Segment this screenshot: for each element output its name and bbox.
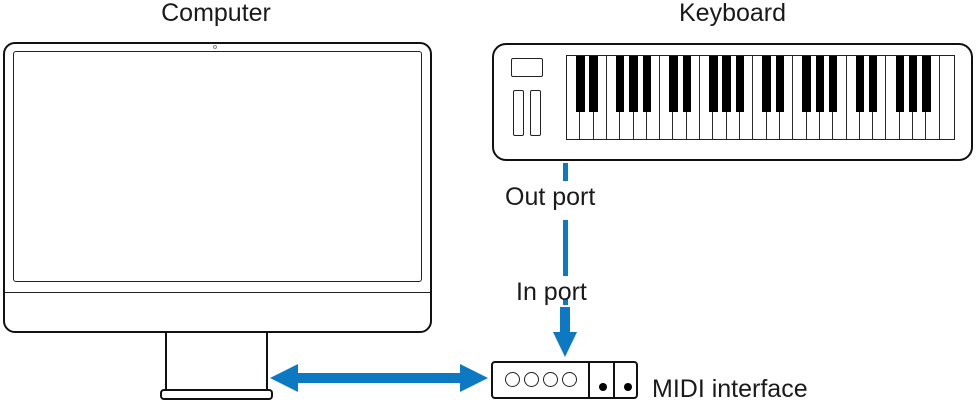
black-key [722,56,731,112]
midi-interface-illustration [491,361,638,399]
black-key [709,56,718,112]
white-key [939,56,953,139]
down-arrow-shaft [560,307,570,333]
black-key [815,56,825,112]
midi-port-circle-icon [505,371,520,387]
double-arrow-left-head-icon [270,364,298,392]
computer-screen [13,51,422,282]
in-port-label: In port [516,278,587,306]
computer-illustration [3,42,432,333]
black-key [828,56,838,112]
camera-dot-icon [213,44,217,49]
keyboard-label: Keyboard [678,0,787,27]
black-key [855,56,865,112]
computer-chin-divider [5,292,430,293]
computer-stand [165,333,268,391]
black-key [895,56,904,112]
black-key [908,56,918,112]
midi-indicator-cell-2 [613,363,638,397]
pitch-wheel [513,90,524,136]
double-arrow-shaft [296,373,462,383]
down-arrow-head-icon [553,332,577,357]
keyboard-keys [566,55,955,140]
black-key [868,56,878,112]
keyboard-illustration [492,43,973,161]
black-key [669,56,678,112]
computer-stand-base [160,389,273,400]
midi-interface-label: MIDI interface [652,375,808,403]
midi-indicator-dot-icon [598,382,607,391]
cable-dash-2 [563,220,568,276]
mod-wheel [530,90,541,136]
black-key [762,56,771,112]
black-key [629,56,638,112]
black-key [576,56,585,112]
out-port-label: Out port [505,183,596,211]
black-key [682,56,692,112]
midi-port-circle-icon [524,371,539,387]
midi-indicator-cell-1 [588,363,615,397]
double-arrow-right-head-icon [460,364,488,392]
black-key [922,56,931,112]
cable-dash-1 [563,163,568,181]
black-key [735,56,745,112]
black-key [775,56,785,112]
black-key [589,56,598,112]
computer-label: Computer [161,0,271,27]
black-key [615,56,625,112]
black-key [802,56,811,112]
midi-port-circle-icon [562,371,577,387]
midi-din-ports [505,371,577,387]
keyboard-display [511,58,543,77]
black-key [642,56,652,112]
midi-indicator-dot-icon [624,382,632,391]
midi-port-circle-icon [543,371,558,387]
